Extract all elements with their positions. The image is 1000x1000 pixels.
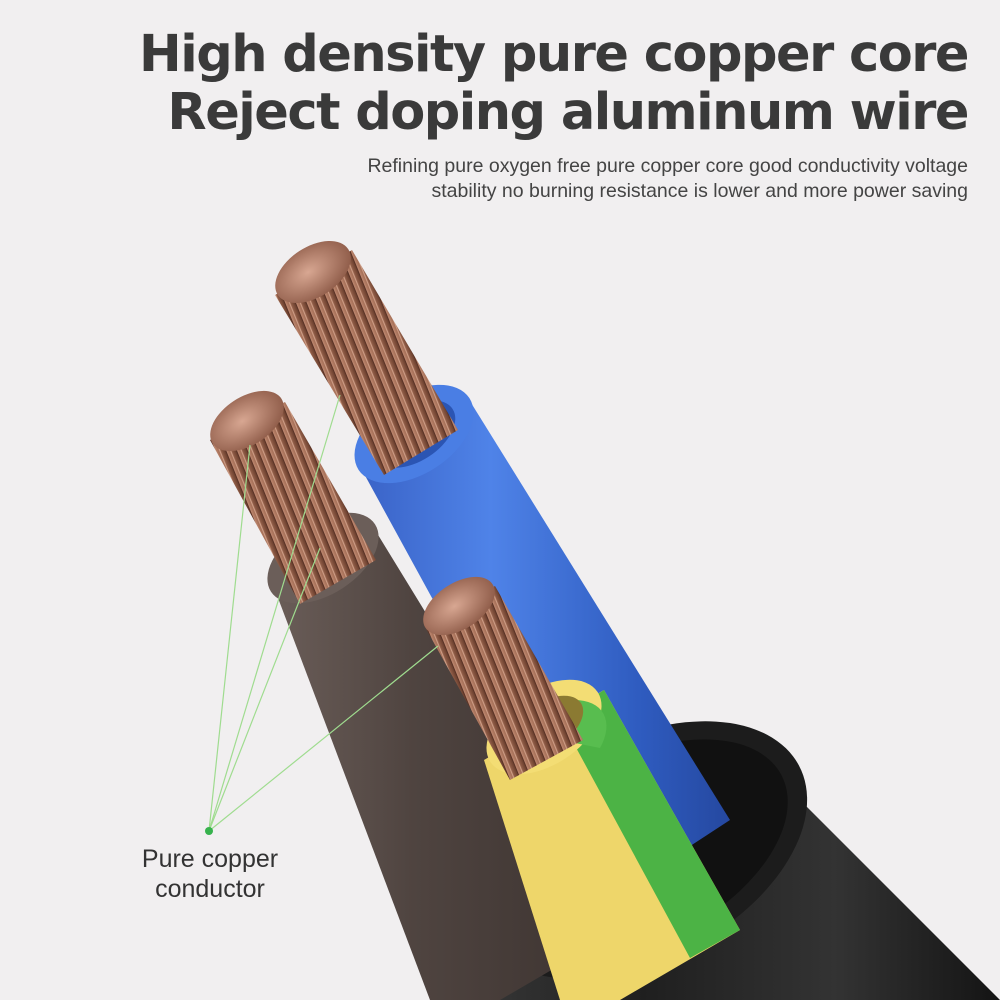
copper-conductor-left (210, 390, 376, 604)
callout-dot (205, 827, 213, 835)
earth-wire (484, 679, 740, 1000)
callout-lines (205, 394, 439, 835)
headline-line-1: High density pure copper core (139, 25, 969, 84)
callout-line-2: conductor (155, 875, 265, 903)
callout-line-1: Pure copper (141, 845, 279, 873)
copper-conductor-front (423, 576, 583, 780)
description: Refining pure oxygen free pure copper co… (367, 154, 968, 204)
description-line-1: Refining pure oxygen free pure copper co… (367, 155, 968, 177)
headline: High density pure copper core Reject dop… (139, 25, 969, 142)
description-line-2: stability no burning resistance is lower… (431, 180, 968, 202)
callout-label: Pure copper conductor (110, 844, 310, 904)
copper-conductor-top (275, 240, 458, 475)
headline-line-2: Reject doping aluminum wire (167, 83, 969, 142)
